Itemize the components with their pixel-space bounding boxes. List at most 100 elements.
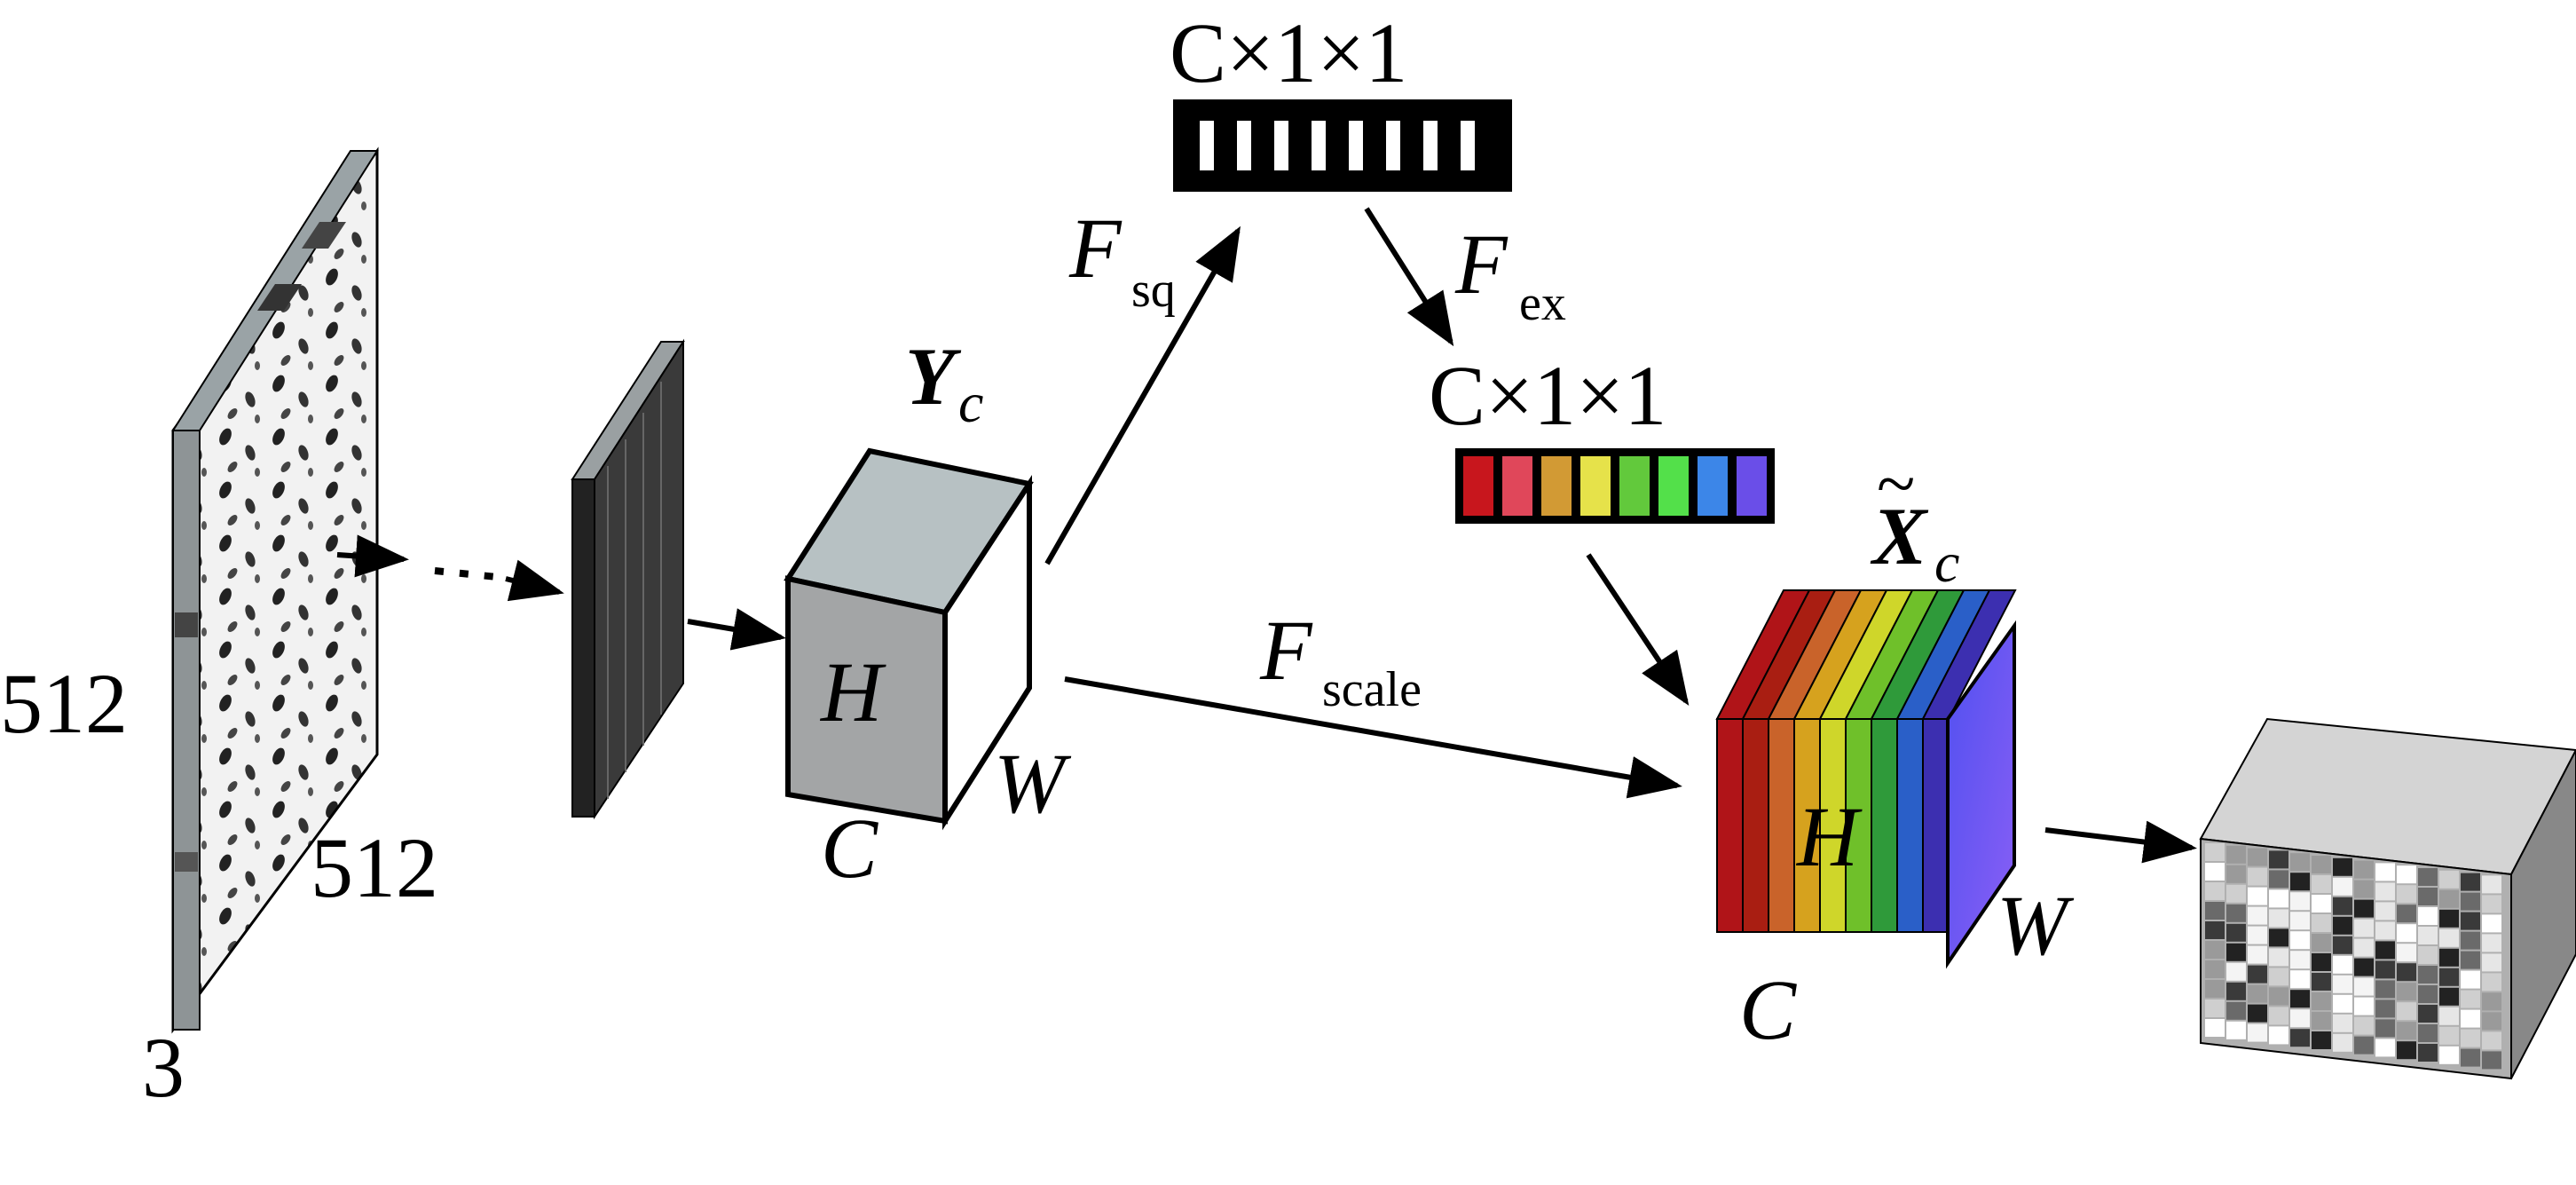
scale-subscript: scale [1322,662,1422,717]
output-grid-cell [2205,980,2225,998]
excite-cell [1579,454,1612,517]
output-grid-cell [2482,1051,2501,1070]
scale-weight-arrow [1586,553,1690,706]
cube-h-label: H [819,644,886,739]
output-grid-cell [2226,845,2246,864]
squeeze-slot [1312,121,1326,170]
output-grid-cell [2439,1026,2459,1045]
feature-map-stack [571,338,685,820]
output-grid-cell [2248,1023,2267,1042]
input-height-label: 512 [0,656,128,751]
output-grid-cell [2439,1007,2459,1025]
output-grid-cell [2333,877,2352,896]
output-grid-cell [2248,906,2267,925]
output-grid-cell [2375,1019,2395,1038]
output-grid-cell [2333,1014,2352,1032]
output-grid-cell [2333,975,2352,993]
output-grid-cell [2397,924,2416,943]
output-grid-cell [2269,987,2288,1006]
output-grid-cell [2375,863,2395,881]
output-grid-cell [2290,990,2310,1008]
output-grid-cell [2397,963,2416,982]
output-grid-cell [2461,873,2480,891]
output-grid-cell [2226,904,2246,922]
squeeze-slot [1237,121,1251,170]
output-grid-cell [2248,1004,2267,1023]
squeeze-slot [1386,121,1400,170]
output-grid-cell [2226,923,2246,942]
output-grid-cell [2312,856,2331,873]
output-grid-cell [2248,984,2267,1003]
excite-cell [1501,454,1534,517]
output-grid-cell [2205,1019,2225,1037]
squeeze-slot [1349,121,1363,170]
output-grid-cell [2461,1009,2480,1028]
output-grid-cell [2290,1009,2310,1028]
output-slice-front [1922,718,1950,933]
output-c-label: C [1739,962,1797,1057]
excite-subscript: ex [1519,276,1566,331]
output-grid-cell [2439,870,2459,889]
output-grid-cell [2375,921,2395,940]
output-grid-cell [2312,914,2331,932]
output-grid-cell [2354,997,2374,1015]
output-grid-cell [2439,948,2459,967]
output-grid-cell [2461,951,2480,969]
output-grid-cell [2354,899,2374,918]
output-grid-cell [2312,895,2331,912]
excite-cell [1696,454,1729,517]
output-grid-cell [2269,968,2288,986]
output-grid-cell [2397,1041,2416,1060]
output-grid-cell [2333,916,2352,935]
output-grid-cell [2290,912,2310,930]
output-grid-cell [2290,951,2310,969]
output-grid-cell [2461,892,2480,911]
output-grid-cell [2354,1036,2374,1055]
output-grid-cell [2418,888,2438,905]
output-slice-front [1896,718,1924,933]
output-grid-cell [2397,983,2416,1001]
output-grid-cell [2418,1005,2438,1023]
output-grid-cell [2461,931,2480,950]
output-grid-cell [2418,868,2438,886]
scale-arrow [1064,676,1682,799]
output-grid-cell [2290,970,2310,989]
output-grid-cell [2248,945,2267,964]
output-grid-cell [2205,843,2225,861]
output-grid-cell [2461,990,2480,1008]
feature-cube [784,447,1034,831]
output-grid-cell [2205,941,2225,959]
output-grid-cell [2205,960,2225,978]
output-grid-cell [2248,926,2267,944]
output-grid-cell [2226,884,2246,903]
output-w-label: W [1997,878,2075,973]
output-grid-cell [2205,882,2225,900]
input-width-label: 512 [311,820,438,915]
squeeze-label: F [1068,201,1123,296]
output-feature-block [2199,717,2576,1080]
output-grid-cell [2397,1022,2416,1040]
output-grid-cell [2482,875,2501,894]
excite-label: F [1454,217,1509,312]
output-grid-cell [2482,953,2501,972]
input-channels-label: 3 [142,1020,185,1115]
output-grid-cell [2354,958,2374,976]
output-grid-cell [2354,860,2374,879]
y-symbol: Y [905,331,962,422]
dotted-arrow [336,534,564,602]
output-grid-cell [2439,968,2459,986]
squeeze-slot [1200,121,1214,170]
squeeze-slot [1274,121,1288,170]
output-grid-cell [2418,907,2438,925]
output-grid-cell [2269,1007,2288,1025]
squeeze-subscript: sq [1131,263,1176,318]
output-grid-cell [2461,970,2480,989]
output-grid-cell [2269,909,2288,928]
output-grid-cell [2290,931,2310,950]
input-image-slab [171,146,379,1034]
squeeze-arrow [1044,225,1241,565]
cube-w-label: W [994,736,1072,831]
output-grid-cell [2397,1002,2416,1021]
excite-cell [1540,454,1573,517]
output-grid-cell [2482,1012,2501,1031]
